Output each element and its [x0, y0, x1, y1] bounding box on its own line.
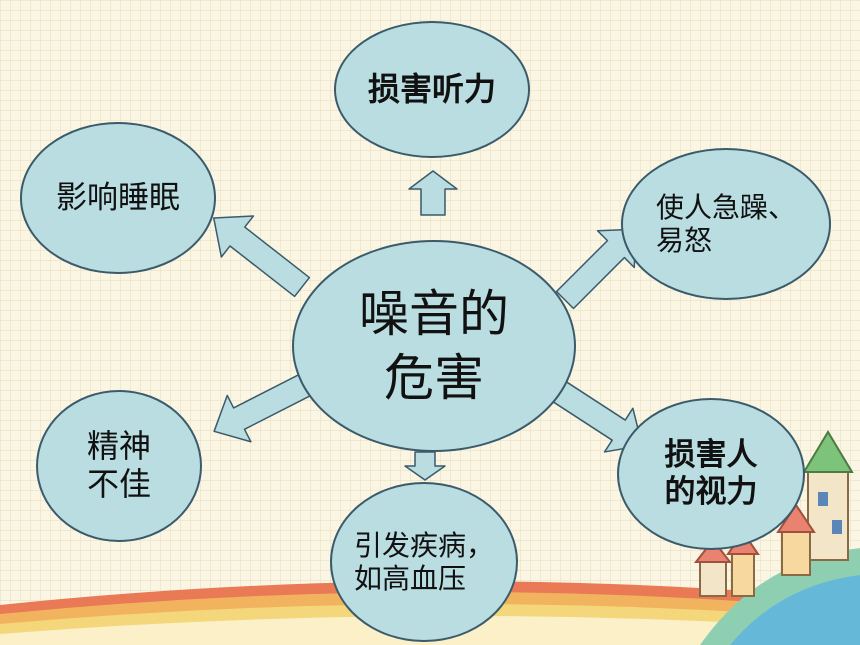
center-node-noise-hazards: 噪音的 危害 [292, 240, 576, 452]
arrow-to-lower-left [213, 373, 312, 443]
arrow-to-top [408, 170, 458, 216]
arrow-to-upper-left [212, 215, 311, 298]
effect-label-irritability: 使人急躁、 易怒 [655, 190, 796, 257]
effect-node-disease: 引发疾病， 如高血压 [330, 482, 518, 642]
arrow-to-bottom [404, 451, 446, 481]
effect-node-spirit: 精神 不佳 [36, 390, 202, 542]
effect-node-vision: 损害人 的视力 [617, 398, 805, 550]
effect-node-irritability: 使人急躁、 易怒 [621, 148, 831, 300]
effect-label-spirit: 精神 不佳 [86, 427, 151, 503]
effect-label-hearing: 损害听力 [367, 69, 496, 108]
effect-label-vision: 损害人 的视力 [664, 437, 758, 510]
hill-blue [730, 575, 860, 645]
effect-node-hearing: 损害听力 [334, 21, 530, 158]
effect-node-sleep: 影响睡眠 [20, 122, 216, 274]
effect-label-disease: 引发疾病， 如高血压 [353, 528, 494, 595]
center-label: 噪音的 危害 [359, 285, 509, 407]
effect-label-sleep: 影响睡眠 [56, 179, 180, 216]
castle-icon [693, 430, 854, 597]
